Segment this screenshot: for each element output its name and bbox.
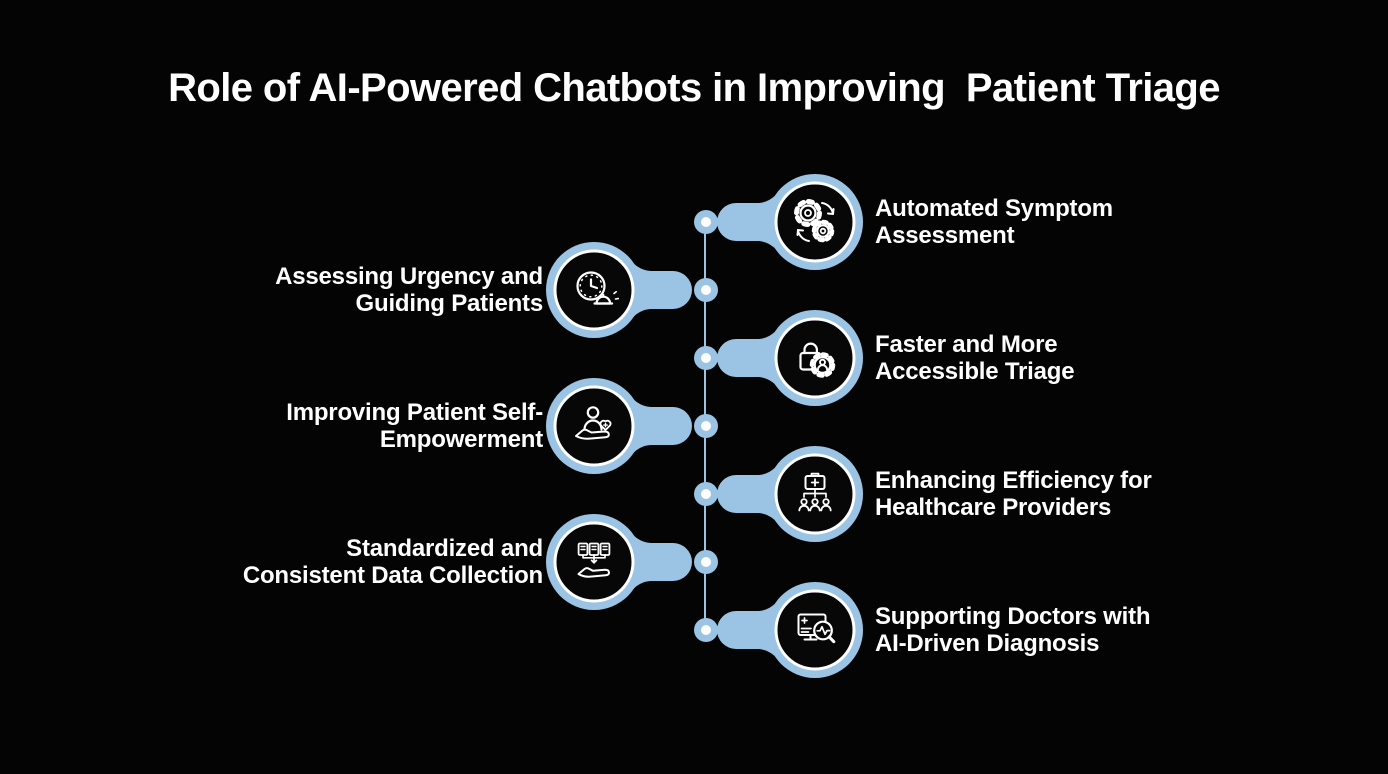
- label-line: Accessible Triage: [875, 358, 1075, 385]
- label-line: Automated Symptom: [875, 195, 1113, 222]
- node-bulb-data-collection: [546, 514, 692, 610]
- label-assessing-urgency: Assessing Urgency and Guiding Patients: [103, 263, 543, 317]
- gears-sync-icon: [794, 199, 835, 243]
- node-bulb-efficiency-providers: [717, 446, 863, 542]
- label-line: Consistent Data Collection: [242, 562, 543, 589]
- node-bulb-self-empowerment: [546, 378, 692, 474]
- timeline-dot-3: [694, 346, 718, 370]
- timeline-dot-4: [694, 414, 718, 438]
- label-line: Faster and More: [875, 331, 1058, 358]
- node-bulb-automated-symptom-assessment: [717, 174, 863, 270]
- page-title: Role of AI-Powered Chatbots in Improving…: [168, 66, 1220, 110]
- label-data-collection: Standardized and Consistent Data Collect…: [103, 535, 543, 589]
- node-bulb-assessing-urgency: [546, 242, 692, 338]
- monitor-diagnosis-icon: [797, 613, 836, 644]
- hand-patient-heart-icon: [575, 406, 612, 440]
- clock-alarm-icon: [576, 271, 620, 305]
- books-hand-icon: [577, 542, 611, 578]
- label-line: Supporting Doctors with: [875, 603, 1151, 630]
- label-line: Improving Patient Self-: [286, 399, 543, 426]
- timeline-dot-7: [694, 618, 718, 642]
- timeline-dot-2: [694, 278, 718, 302]
- label-faster-triage: Faster and More Accessible Triage: [875, 331, 1315, 385]
- label-line: Enhancing Efficiency for: [875, 467, 1152, 494]
- label-line: AI-Driven Diagnosis: [875, 630, 1100, 657]
- label-ai-diagnosis: Supporting Doctors with AI-Driven Diagno…: [875, 603, 1315, 657]
- timeline-dot-5: [694, 482, 718, 506]
- label-line: Assessing Urgency and: [275, 263, 543, 290]
- lock-user-gear-icon: [799, 342, 836, 378]
- label-efficiency-providers: Enhancing Efficiency for Healthcare Prov…: [875, 467, 1315, 521]
- label-line: Guiding Patients: [355, 290, 544, 317]
- label-line: Empowerment: [379, 426, 543, 453]
- timeline-dot-1: [694, 210, 718, 234]
- label-line: Standardized and: [346, 535, 543, 562]
- label-automated-symptom-assessment: Automated Symptom Assessment: [875, 195, 1315, 249]
- node-bulb-ai-diagnosis: [717, 582, 863, 678]
- label-line: Healthcare Providers: [875, 494, 1112, 521]
- label-self-empowerment: Improving Patient Self- Empowerment: [103, 399, 543, 453]
- medkit-team-icon: [798, 472, 832, 512]
- node-bulb-faster-triage: [717, 310, 863, 406]
- label-line: Assessment: [875, 222, 1015, 249]
- timeline-dot-6: [694, 550, 718, 574]
